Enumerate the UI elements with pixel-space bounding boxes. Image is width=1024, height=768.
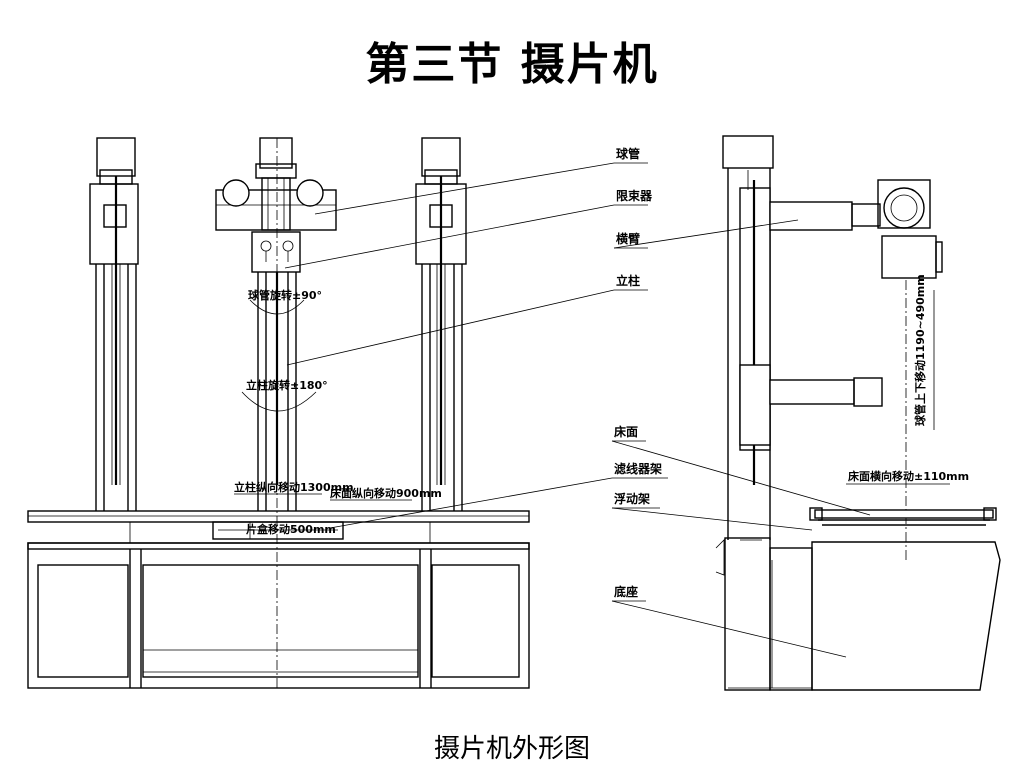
tube-rotation-dim: 球管旋转±90° [248, 288, 322, 302]
front-view: 球管旋转±90° 立柱旋转±180° 立柱纵向移动1300mm 床面纵向移动90… [27, 137, 530, 690]
label-tube: 球管 [616, 146, 640, 161]
label-base: 底座 [614, 584, 638, 599]
leader-lines [284, 162, 871, 658]
tube-vertical-dim: 球管上下移动1190~490mm [913, 274, 927, 426]
label-floating-frame: 浮动架 [614, 491, 650, 506]
label-table-top: 床面 [614, 424, 638, 439]
table-top-front [27, 510, 530, 543]
column-right [415, 137, 467, 511]
column-rotation-dim: 立柱旋转±180° [246, 378, 328, 392]
column-left [89, 137, 139, 511]
table-longitudinal-dim: 床面纵向移动900mm [330, 486, 442, 500]
base-cabinet-front [27, 542, 530, 689]
cassette-move-dim: 片盒移动500mm [246, 522, 336, 536]
table-lateral-dim: 床面横向移动±110mm [848, 469, 969, 483]
column-center [215, 137, 337, 690]
label-arm: 横臂 [616, 231, 640, 246]
label-column: 立柱 [616, 273, 640, 288]
figure-caption: 摄片机外形图 [433, 734, 590, 764]
label-grid-holder: 滤线器架 [614, 461, 662, 476]
column-longitudinal-dim: 立柱纵向移动1300mm [234, 480, 354, 494]
slide-title: 第三节 摄片机 [365, 39, 659, 90]
side-view: 球管上下移动1190~490mm 床面横向移动±110mm [715, 135, 1001, 691]
label-collimator: 限束器 [616, 188, 653, 203]
